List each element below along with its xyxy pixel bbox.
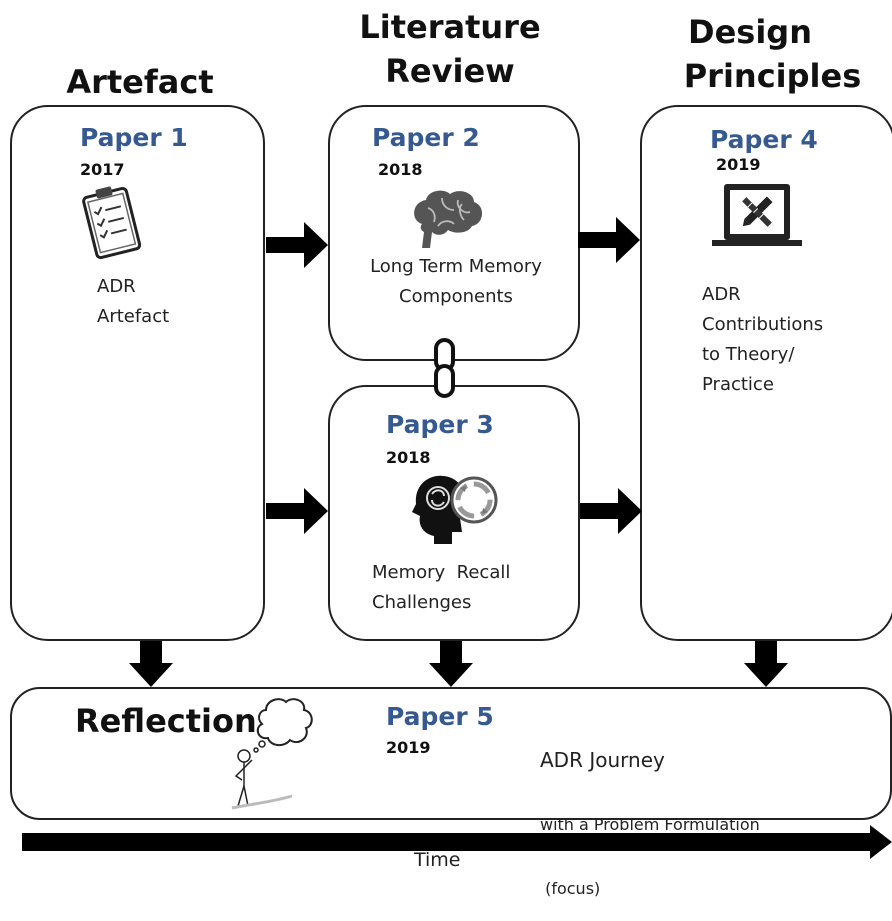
column-header-line: Literature [359, 8, 541, 46]
reflection-box [10, 687, 892, 820]
column-header-line: Design [688, 13, 812, 51]
chain-link-icon [434, 338, 455, 398]
description-line: Components [399, 286, 513, 307]
arrow-p3-to-p4 [580, 488, 642, 534]
arrow-down-design [744, 641, 788, 687]
paper-1-year: 2017 [80, 160, 125, 179]
arrow-down-artefact [129, 641, 173, 687]
description-line: (focus) [540, 879, 601, 898]
brain-icon [414, 190, 483, 248]
paper-5-description: ADR Journey with a Problem Formulation (… [540, 708, 760, 921]
description-line: Long Term Memory [370, 256, 542, 277]
paper-2-title: Paper 2 [372, 123, 480, 152]
paper-4-title: Paper 4 [710, 125, 818, 154]
description-line: Artefact [97, 306, 170, 327]
head-cycle-icon [412, 475, 498, 544]
laptop-tools-icon [712, 184, 802, 246]
description-line: Memory Recall [372, 562, 511, 583]
description-line: with a Problem Formulation [540, 815, 760, 834]
timeline-label: Time [414, 849, 461, 871]
arrow-p1-to-p3 [266, 488, 328, 534]
paper-5-year: 2019 [386, 738, 431, 757]
paper-3-title: Paper 3 [386, 410, 494, 439]
arrow-p2-to-p4 [578, 217, 640, 263]
paper-4-description: ADR Contributions to Theory/ Practice [702, 280, 823, 400]
description-line: Practice [702, 374, 774, 395]
paper-3-description: Memory Recall Challenges [372, 558, 510, 618]
description-line: to Theory/ [702, 344, 795, 365]
column-header-artefact: Artefact [66, 63, 214, 101]
description-line: ADR Journey [540, 748, 665, 772]
clipboard-icon [82, 186, 142, 260]
thinking-person-icon [231, 698, 313, 810]
column-header-design-principles: Design Principles [670, 10, 875, 98]
paper-1-description: ADR Artefact [97, 272, 169, 332]
description-line: Contributions [702, 314, 824, 335]
column-header-literature-review: Literature Review [340, 5, 560, 93]
description-line: ADR [97, 276, 136, 297]
column-header-line: Principles [683, 57, 862, 95]
paper-5-title: Paper 5 [386, 702, 494, 731]
paper-2-box [328, 105, 580, 361]
description-line: ADR [702, 284, 741, 305]
paper-2-description: Long Term Memory Components [358, 252, 554, 312]
paper-4-year: 2019 [716, 155, 761, 174]
column-header-line: Review [385, 52, 515, 90]
paper-1-title: Paper 1 [80, 123, 188, 152]
paper-3-year: 2018 [386, 448, 431, 467]
paper-2-year: 2018 [378, 160, 423, 179]
arrow-down-literature [429, 641, 473, 687]
description-line: Challenges [372, 592, 472, 613]
arrow-p1-to-p2 [266, 222, 328, 268]
timeline-arrow [22, 825, 892, 859]
reflection-label: Reflection [75, 702, 257, 740]
artefact-box [10, 105, 265, 641]
